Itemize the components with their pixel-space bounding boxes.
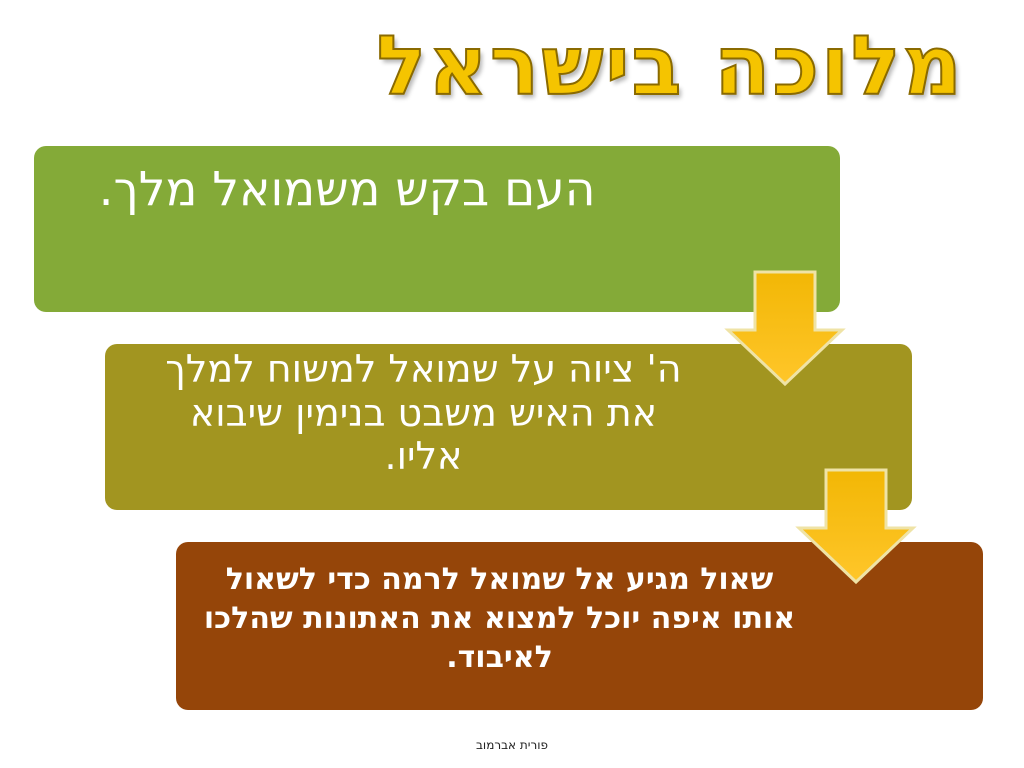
process-step-2-text: ה' ציוה על שמואל למשוח למלך את האיש משבט… <box>165 347 682 479</box>
process-step-1: העם בקש משמואל מלך. <box>34 146 840 312</box>
arrow-down-icon <box>724 270 846 387</box>
process-step-1-text: העם בקש משמואל מלך. <box>98 162 596 217</box>
process-step-3: שאול מגיע אל שמואל לרמה כדי לשאול אותו א… <box>176 542 983 710</box>
arrow-down-icon <box>795 468 917 585</box>
process-step-3-text: שאול מגיע אל שמואל לרמה כדי לשאול אותו א… <box>203 562 796 675</box>
slide-title: מלוכה בישראל <box>376 19 964 114</box>
footer-author: פורית אברמוב <box>475 738 548 752</box>
